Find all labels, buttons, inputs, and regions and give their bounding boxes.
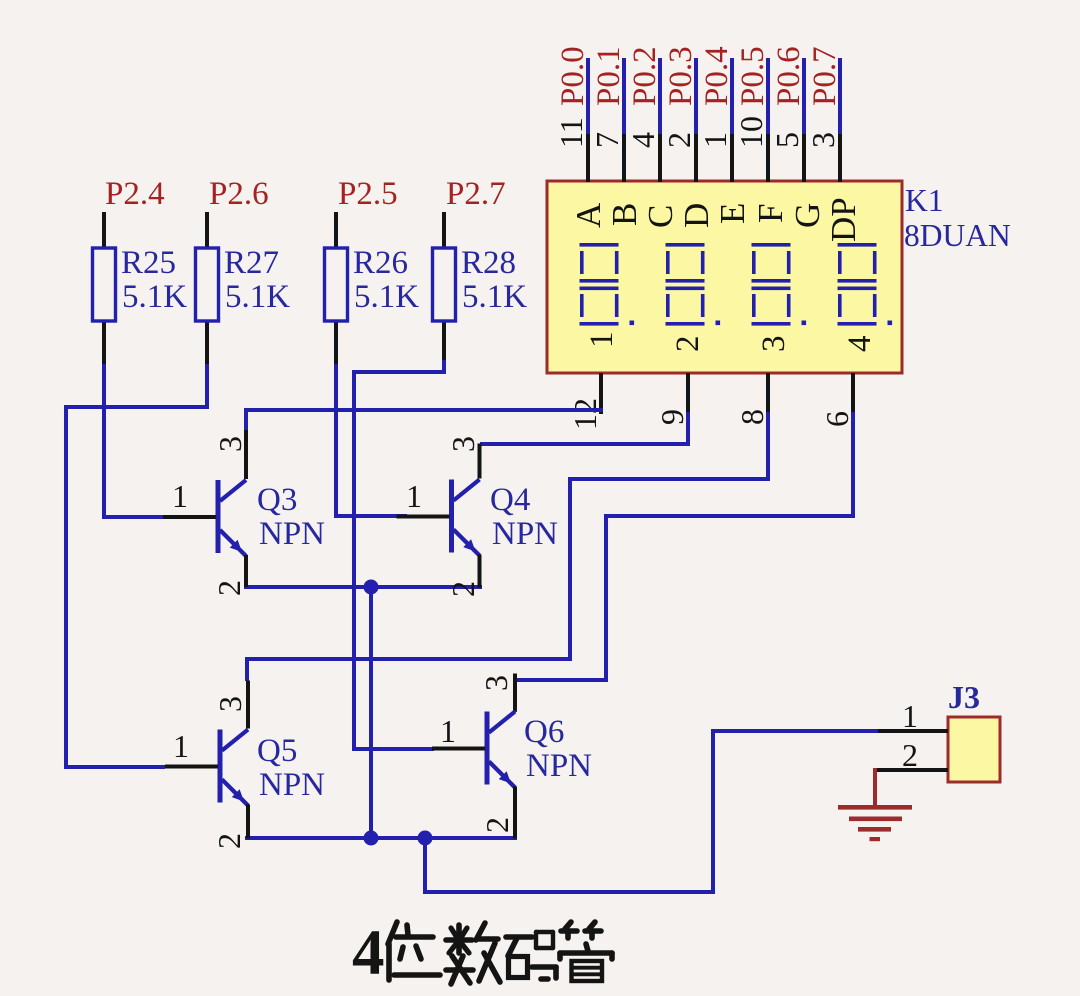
svg-text:DP: DP [824, 197, 863, 242]
svg-text:2: 2 [445, 581, 481, 597]
svg-text:P0.0: P0.0 [555, 46, 591, 106]
svg-text:5.1K: 5.1K [462, 279, 527, 315]
svg-text:F: F [751, 204, 790, 223]
svg-text:P0.5: P0.5 [735, 46, 771, 106]
svg-text:Q3: Q3 [257, 482, 297, 518]
svg-text:2: 2 [211, 580, 247, 596]
svg-text:3: 3 [445, 436, 481, 452]
svg-text:4: 4 [352, 917, 385, 989]
svg-text:P2.4: P2.4 [105, 176, 165, 212]
svg-text:K1: K1 [905, 183, 944, 218]
svg-text:2: 2 [661, 132, 697, 148]
svg-text:2: 2 [902, 737, 918, 773]
svg-text:1: 1 [172, 478, 188, 514]
svg-text:1: 1 [173, 728, 189, 764]
svg-text:3: 3 [212, 696, 248, 712]
svg-text:3: 3 [805, 132, 841, 148]
svg-text:1: 1 [902, 698, 918, 734]
svg-text:7: 7 [589, 132, 625, 148]
svg-text:Q4: Q4 [490, 482, 530, 518]
svg-text:8: 8 [734, 409, 770, 425]
svg-text:1: 1 [440, 713, 456, 749]
svg-text:5: 5 [769, 132, 805, 148]
svg-text:5.1K: 5.1K [225, 279, 290, 315]
svg-text:P2.6: P2.6 [209, 176, 269, 212]
svg-text:P0.6: P0.6 [771, 46, 807, 106]
svg-text:G: G [788, 203, 827, 228]
svg-text:C: C [641, 205, 680, 228]
svg-text:E: E [713, 203, 752, 224]
svg-text:10: 10 [733, 116, 769, 148]
svg-text:P2.7: P2.7 [446, 176, 506, 212]
svg-text:P0.1: P0.1 [591, 46, 627, 106]
svg-text:NPN: NPN [526, 748, 592, 784]
svg-text:NPN: NPN [259, 767, 325, 803]
svg-text:4: 4 [625, 132, 661, 148]
svg-text:6: 6 [819, 411, 855, 427]
svg-text:Q5: Q5 [257, 733, 297, 769]
svg-text:NPN: NPN [492, 516, 558, 552]
svg-text:R25: R25 [121, 245, 176, 281]
svg-text:3: 3 [756, 336, 792, 353]
svg-text:2: 2 [670, 336, 706, 353]
svg-text:5.1K: 5.1K [122, 279, 187, 315]
svg-text:Q6: Q6 [524, 714, 564, 750]
svg-text:J3: J3 [948, 679, 980, 715]
svg-text:A: A [569, 202, 608, 228]
svg-text:3: 3 [212, 436, 248, 452]
svg-text:12: 12 [567, 398, 603, 430]
svg-text:5.1K: 5.1K [354, 279, 419, 315]
svg-text:D: D [677, 203, 716, 228]
svg-text:1: 1 [697, 132, 733, 148]
svg-text:P2.5: P2.5 [338, 176, 398, 212]
svg-text:9: 9 [654, 409, 690, 425]
svg-text:R28: R28 [461, 245, 516, 281]
svg-text:1: 1 [584, 332, 620, 349]
svg-text:2: 2 [479, 817, 515, 833]
svg-text:R26: R26 [353, 245, 408, 281]
svg-text:8DUAN: 8DUAN [904, 218, 1011, 253]
svg-text:P0.2: P0.2 [627, 46, 663, 106]
svg-text:4: 4 [842, 336, 878, 353]
svg-text:NPN: NPN [259, 516, 325, 552]
svg-text:P0.7: P0.7 [807, 46, 843, 106]
svg-text:P0.3: P0.3 [663, 46, 699, 106]
svg-text:B: B [605, 203, 644, 226]
svg-text:11: 11 [553, 117, 589, 148]
svg-text:3: 3 [478, 675, 514, 691]
svg-text:R27: R27 [224, 245, 279, 281]
svg-text:2: 2 [211, 833, 247, 849]
svg-text:P0.4: P0.4 [699, 46, 735, 106]
svg-text:1: 1 [406, 478, 422, 514]
